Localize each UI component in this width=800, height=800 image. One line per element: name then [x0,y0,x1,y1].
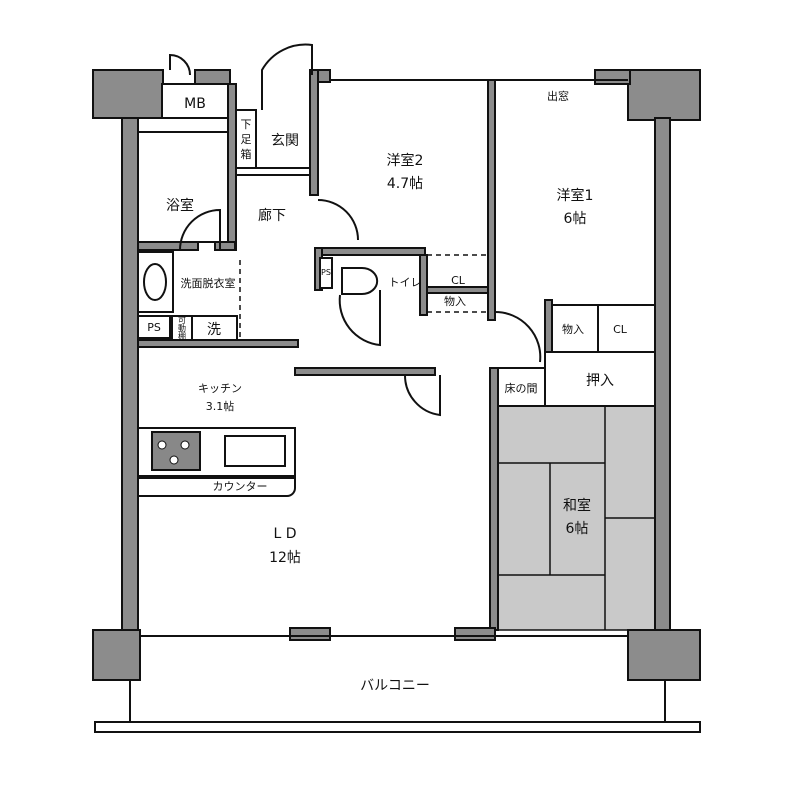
geta-bako-label-3: 箱 [241,147,252,161]
western2-size: 4.7帖 [387,176,423,192]
counter-label: カウンター [213,480,268,493]
washitsu-size: 6帖 [566,521,589,537]
ps-wash-label: PS [147,321,161,334]
toilet-icon [341,267,379,295]
shelf-label-3: 棚 [178,331,186,341]
kitchen-name: キッチン [198,382,242,395]
sink-icon [224,435,286,467]
stove-icon [151,431,201,471]
door-swings [169,43,542,417]
bay-window-label: 出窓 [547,89,569,103]
geta-bako-label-2: 足 [241,133,252,146]
genkan-label: 玄関 [271,132,299,149]
balcony-label: バルコニー [360,678,430,694]
toilet-ps-box [319,257,333,289]
mb-box [161,83,229,119]
toilet-cl-label: CL [451,274,466,287]
western1-size: 6帖 [564,211,587,227]
western2-name: 洋室2 [387,152,424,169]
bath-label: 浴室 [166,197,194,214]
ld-name: L D [273,526,296,542]
toilet-ps-label: PS [321,268,331,277]
washbasin-icon [143,263,167,301]
ld-size: 12帖 [269,550,301,566]
corridor-label: 廊下 [258,207,286,224]
walls [92,69,701,681]
toilet-label: トイレ [389,276,422,289]
bath-area [137,131,229,243]
washer-box [191,315,238,341]
washitsu-name: 和室 [563,497,591,514]
interior-lines [94,79,701,733]
kitchen-size: 3.1帖 [206,400,235,413]
hall-storage-label: 物入 [444,294,466,308]
ps-wash-box [137,315,171,339]
geta-bako-label-1: 下 [241,118,252,131]
w1-cl-label: CL [613,323,628,336]
washer-label: 洗 [207,322,221,338]
oshiire-label: 押入 [586,373,614,389]
shelf-label-1: 可 [178,316,186,325]
shelf-label-2: 動 [178,324,186,333]
dashed-lines [239,254,655,340]
western1-name: 洋室1 [557,187,594,204]
washroom-label: 洗面脱衣室 [181,276,236,290]
counter-shape [138,477,296,497]
tatami-lines [498,406,655,630]
geta-bako-box [235,109,257,169]
tokonoma-label: 床の間 [505,381,538,395]
mb-label: MB [184,96,206,112]
w1-storage-label: 物入 [562,322,584,336]
